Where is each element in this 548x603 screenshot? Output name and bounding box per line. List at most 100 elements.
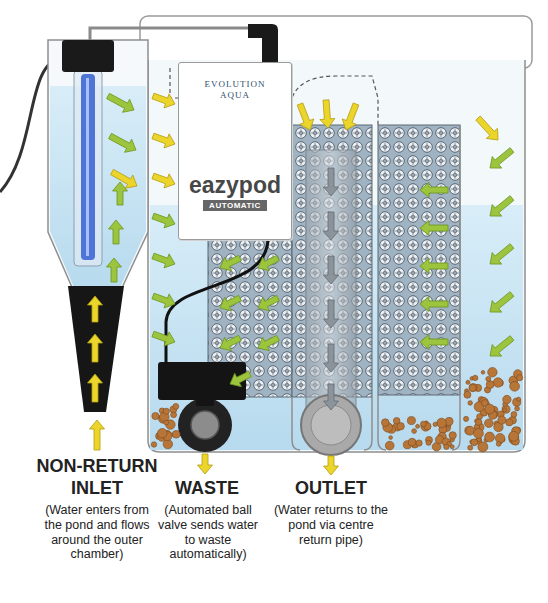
flow-arrow [324, 384, 339, 410]
sediment-particle [444, 444, 449, 449]
sediment-particle [476, 419, 482, 425]
non-return-inlet-pipe [68, 286, 124, 412]
flow-arrow [198, 454, 213, 474]
flow-arrows [88, 93, 514, 475]
sediment-particle [515, 406, 520, 411]
sump-wall [364, 397, 372, 450]
flow-arrow [420, 259, 448, 274]
flow-arrow [258, 335, 279, 350]
sediment-particle [151, 442, 156, 447]
flow-arrow [490, 336, 514, 356]
sediment-particle [510, 381, 520, 391]
air-elbow [248, 24, 278, 62]
flow-arrow [490, 244, 514, 264]
flow-arrow [324, 256, 339, 284]
sediment-particle [511, 412, 517, 418]
sediment-particle [437, 418, 446, 427]
brand-logo: EVOLUTION AQUA [198, 79, 272, 102]
flow-arrow [297, 103, 314, 130]
flow-arrow [324, 212, 339, 240]
flow-arrow [420, 183, 448, 198]
flow-arrow [88, 334, 103, 362]
control-wire [166, 238, 268, 364]
sediment-particle [485, 404, 495, 414]
flow-arrow [324, 344, 339, 372]
sediment-particle [468, 445, 473, 450]
sediment-particle [485, 419, 494, 428]
sediment-particle [389, 436, 393, 440]
sediment-particle [503, 408, 507, 412]
part-heading: WASTE [152, 478, 262, 500]
control-unit: EVOLUTION AQUAeazypodAUTOMATIC [178, 62, 292, 240]
part-description: (Water returns to the pond via centre re… [272, 503, 390, 547]
flow-arrow [90, 420, 105, 450]
flow-arrow [109, 220, 124, 244]
flow-arrow [109, 133, 136, 152]
flow-arrow [490, 148, 514, 168]
sump-wall [452, 125, 460, 450]
uv-lamp [81, 74, 95, 260]
sediment-particle [509, 431, 519, 441]
sediment-particle [464, 416, 469, 421]
filter-media [378, 125, 460, 395]
sediment-particle [464, 391, 471, 398]
flow-arrow [113, 182, 128, 205]
sediment-particle [471, 439, 478, 446]
part-heading: NON-RETURN INLET [26, 456, 168, 499]
flow-arrow [107, 258, 122, 282]
sediment-particle [385, 441, 394, 450]
flow-arrow [420, 221, 448, 236]
sediment-particle [513, 398, 521, 406]
sediment-particle [416, 424, 420, 428]
inlet-chamber [48, 40, 148, 292]
sediment-particle [421, 421, 427, 427]
flow-arrow [490, 196, 514, 216]
return-pipe [306, 150, 356, 422]
flow-arrow [324, 168, 339, 196]
sediment-particle [393, 418, 400, 425]
sediment-particle [478, 442, 488, 452]
product-name: eazypod [189, 173, 281, 198]
flow-arrow [88, 374, 103, 402]
sediment-particle [468, 401, 473, 406]
sediment-particle [473, 375, 478, 380]
flow-arrow [107, 93, 134, 112]
flow-arrow [88, 296, 103, 322]
sediment-particle [158, 428, 168, 438]
sediment-particle [450, 445, 454, 449]
sediment-particle [408, 438, 416, 446]
tank-body [148, 60, 525, 452]
sediment-particle [152, 412, 159, 419]
flow-arrow [420, 335, 448, 350]
sediment-particle [496, 441, 501, 446]
sediment-particle [466, 380, 470, 384]
sediment-particle [498, 416, 506, 424]
flow-arrow [220, 335, 241, 350]
flow-arrow [230, 371, 251, 386]
sediment-particle [469, 384, 476, 391]
sediment-particle [486, 381, 494, 389]
uv-lamp-glow [86, 78, 89, 256]
sediment-particle [481, 370, 485, 374]
sump-wall [292, 397, 300, 450]
flow-arrow [152, 293, 175, 308]
sediment-particle [488, 368, 497, 377]
sediment-particle [449, 432, 456, 439]
waste-pipe [178, 398, 232, 452]
flow-arrow [220, 255, 241, 270]
flow-arrow [220, 295, 241, 310]
flow-arrow [476, 116, 498, 140]
waste-pipe-inner [191, 411, 219, 439]
part-description: (Automated ball valve sends water to was… [156, 503, 260, 562]
sediment-particle [416, 440, 422, 446]
sediment [151, 368, 523, 452]
sediment-particle [164, 420, 169, 425]
flow-arrow [342, 103, 359, 130]
sediment-particle [506, 419, 513, 426]
sediment-particle [469, 383, 477, 391]
sediment-particle [493, 378, 502, 387]
flow-arrow [152, 173, 175, 188]
sediment-particle [503, 395, 511, 403]
